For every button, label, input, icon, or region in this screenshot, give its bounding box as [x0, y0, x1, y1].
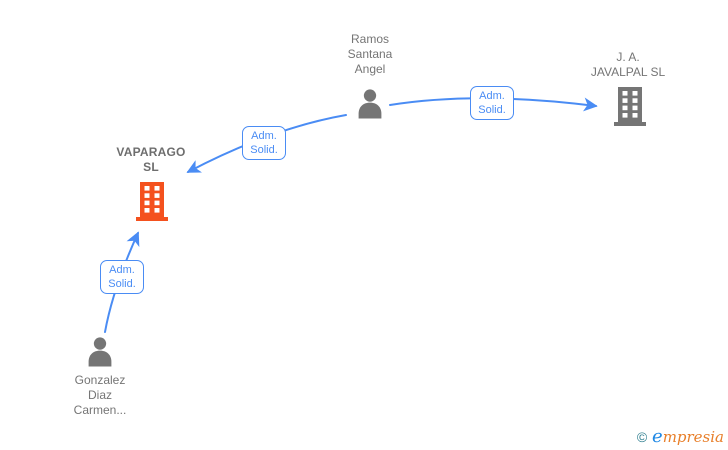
building-icon: [136, 182, 168, 221]
empresia-logo-initial: e: [652, 426, 663, 447]
edge-label-line: Solid.: [478, 104, 506, 116]
node-j-a-javalpal-sl[interactable]: [612, 86, 648, 126]
edge-label-adm-solid-1[interactable]: Adm. Solid.: [470, 86, 514, 120]
edge-label-adm-solid-3[interactable]: Adm. Solid.: [100, 260, 144, 294]
building-icon: [614, 87, 646, 126]
person-icon: [88, 337, 112, 367]
node-label-vaparago-sl[interactable]: VAPARAGO SL: [116, 145, 186, 174]
node-label-ramos-santana-angel[interactable]: Ramos Santana Angel: [347, 32, 393, 76]
node-vaparago-sl[interactable]: [134, 181, 170, 221]
edge-label-line: Adm.: [251, 130, 277, 142]
copyright-icon: ©: [636, 429, 648, 445]
edge-label-line: Solid.: [250, 144, 278, 156]
node-label-gonzalez-diaz-carmen[interactable]: Gonzalez Diaz Carmen...: [73, 373, 127, 417]
node-gonzalez-diaz-carmen[interactable]: [82, 335, 118, 371]
node-ramos-santana-angel[interactable]: [352, 87, 388, 123]
edge-label-adm-solid-2[interactable]: Adm. Solid.: [242, 126, 286, 160]
node-label-j-a-javalpal-sl[interactable]: J. A. JAVALPAL SL: [590, 50, 666, 79]
edge-label-line: Adm.: [479, 90, 505, 102]
empresia-watermark: © empresia: [637, 426, 724, 447]
person-icon: [358, 89, 382, 119]
edge-label-line: Adm.: [109, 264, 135, 276]
edge-label-line: Solid.: [108, 278, 136, 290]
empresia-logo-text: mpresia: [662, 428, 724, 446]
